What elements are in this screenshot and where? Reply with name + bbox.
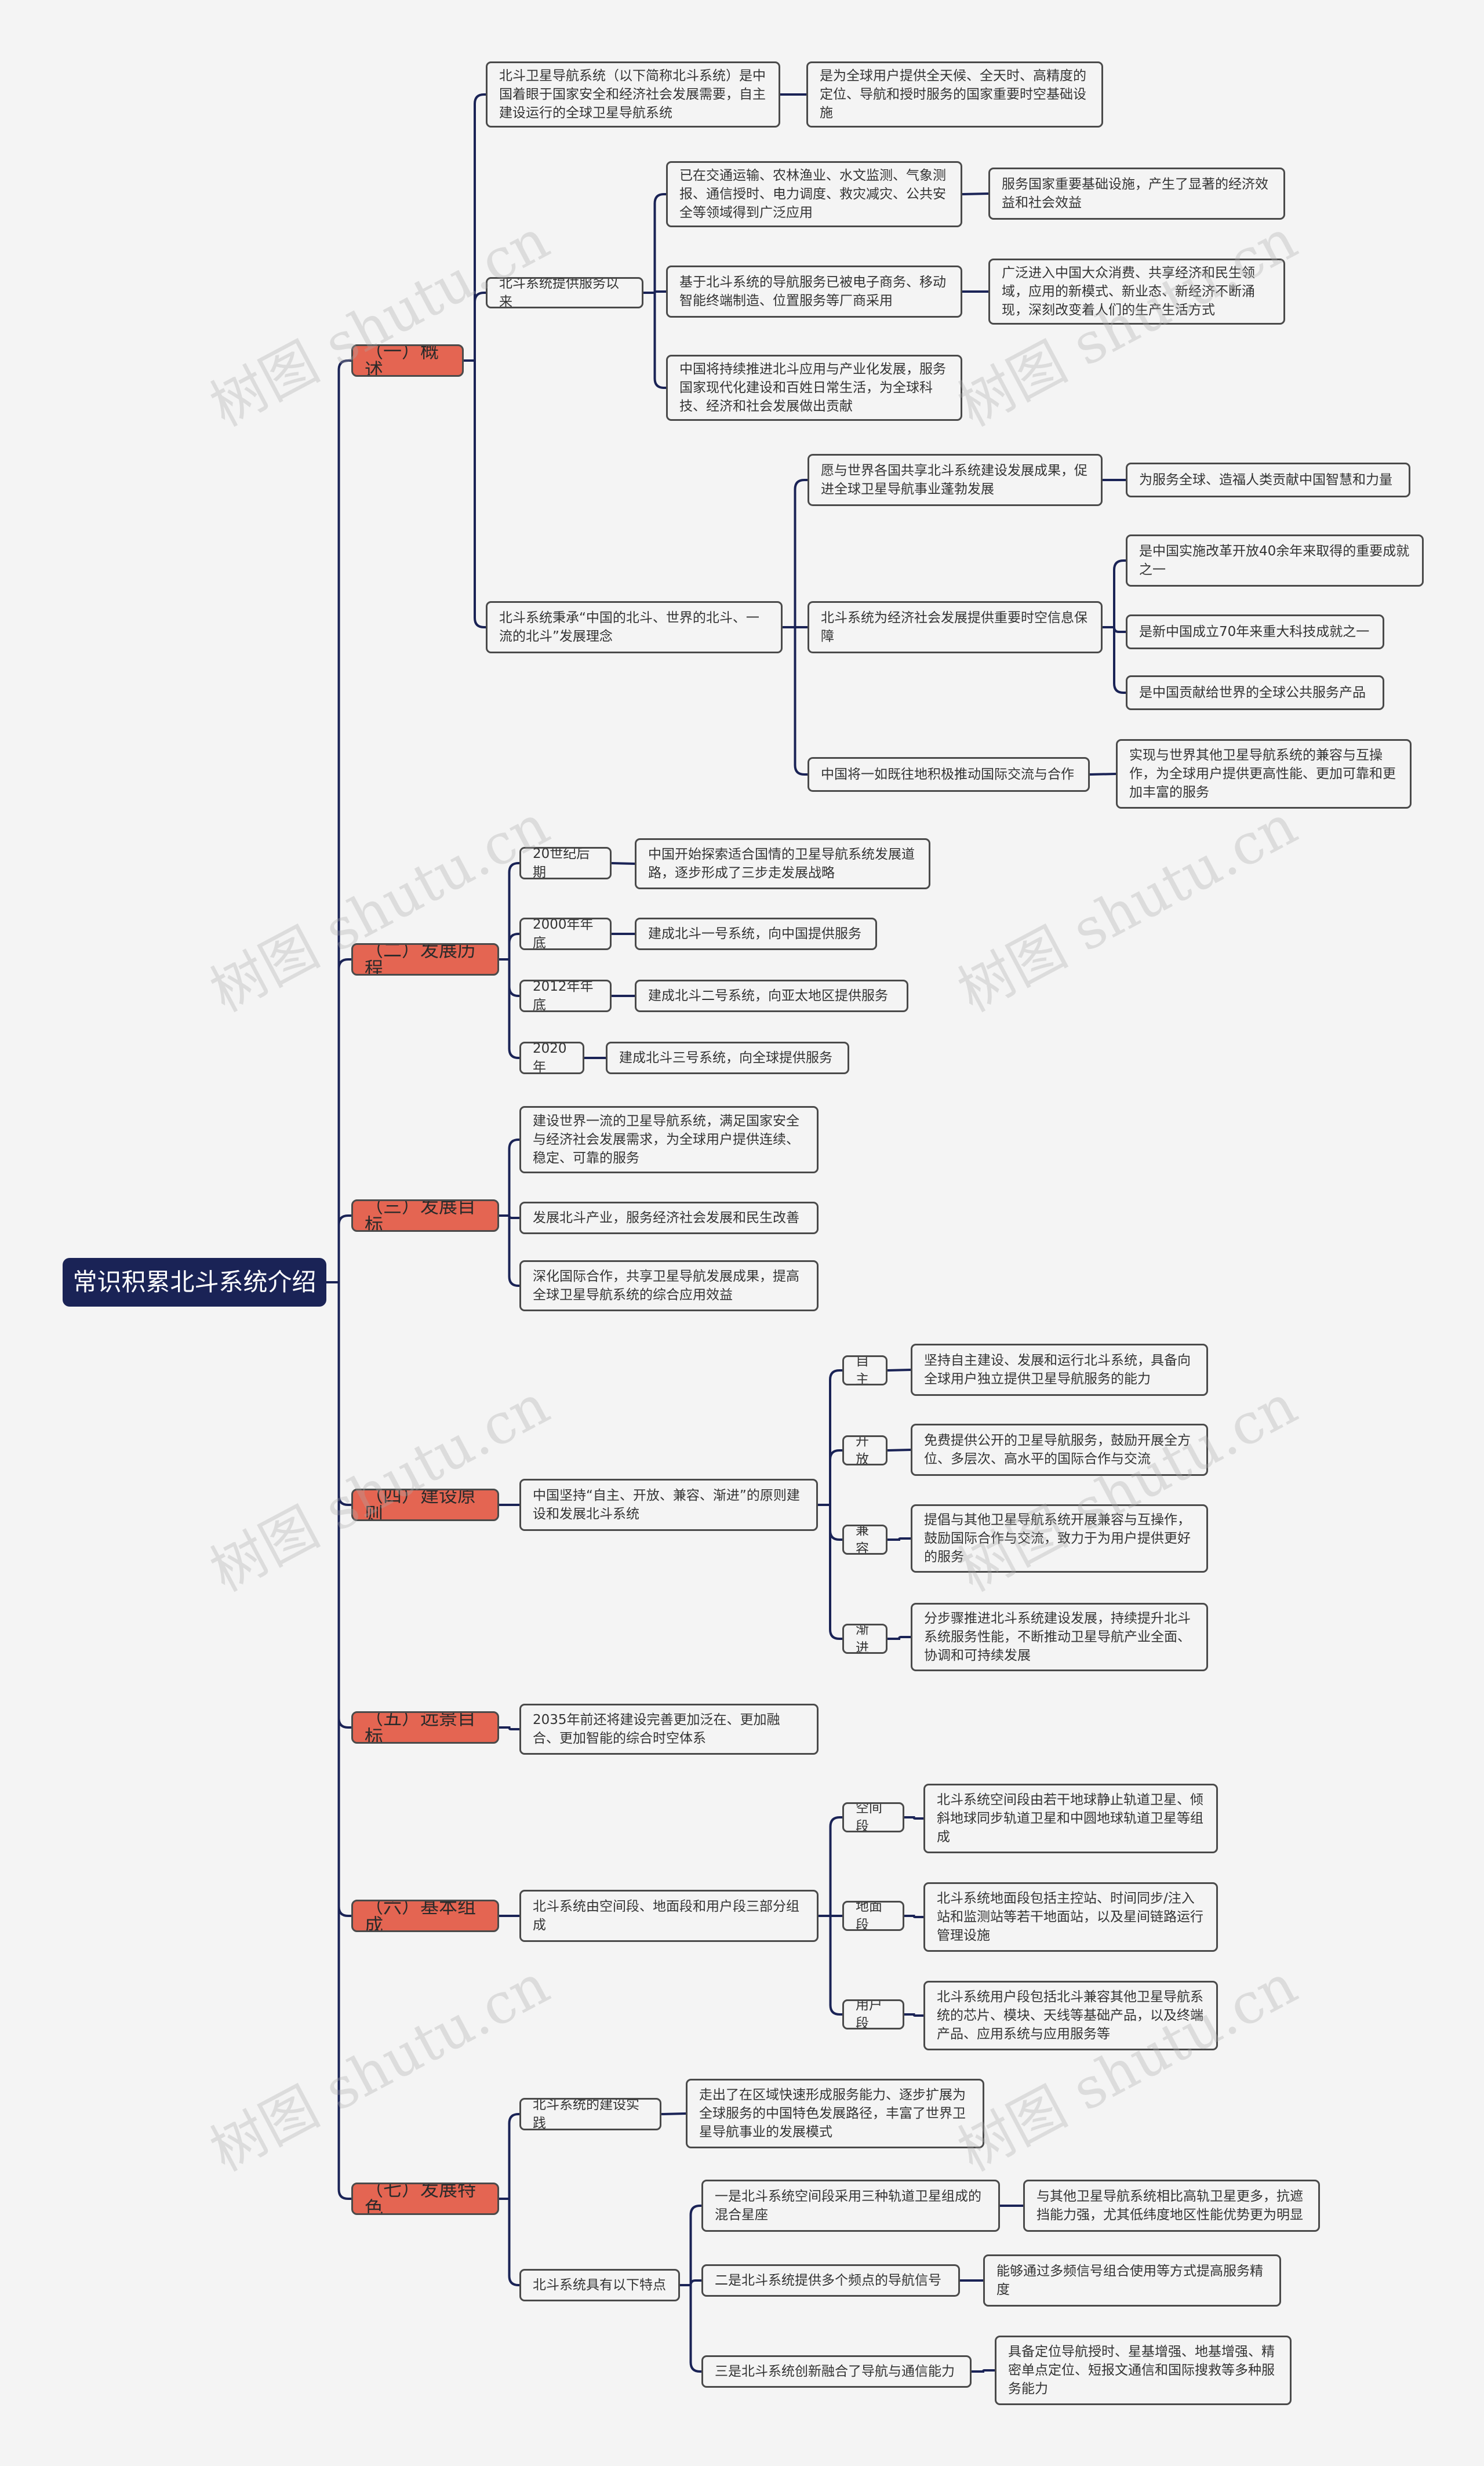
topic-node-a1b[interactable]: 是为全球用户提供全天候、全天时、高精度的定位、导航和授时服务的国家重要时空基础设… (806, 61, 1103, 128)
connector-root-s1 (326, 359, 351, 1283)
connector-a2-a2a (643, 193, 666, 294)
topic-node-b1a[interactable]: 中国开始探索适合国情的卫星导航系统发展道路，逐步形成了三步走发展战略 (635, 838, 930, 889)
topic-node-g2c[interactable]: 三是北斗系统创新融合了导航与通信能力 (701, 2355, 972, 2388)
topic-node-d1a1[interactable]: 坚持自主建设、发展和运行北斗系统，具备向全球用户独立提供卫星导航服务的能力 (911, 1344, 1208, 1396)
connector-b1-b1a (611, 862, 635, 865)
topic-node-d1c[interactable]: 兼容 (842, 1525, 888, 1555)
topic-node-a3b1[interactable]: 是中国实施改革开放40余年来取得的重要成就之一 (1126, 534, 1424, 587)
section-topic-s3[interactable]: （三）发展目标 (351, 1199, 499, 1232)
topic-node-d1d1[interactable]: 分步骤推进北斗系统建设发展，持续提升北斗系统服务性能，不断推动卫星导航产业全面、… (911, 1603, 1208, 1671)
topic-node-a2c[interactable]: 中国将持续推进北斗应用与产业化发展，服务国家现代化建设和百姓日常生活，为全球科技… (666, 355, 962, 421)
connector-s3-c1 (499, 1139, 519, 1217)
topic-node-d1b1[interactable]: 免费提供公开的卫星导航服务，鼓励开展全方位、多层次、高水平的国际合作与交流 (911, 1424, 1208, 1476)
connector-s7-g1 (499, 2113, 519, 2200)
connector-a3b-a3b3 (1103, 626, 1126, 694)
section-topic-s2[interactable]: （二）发展历程 (351, 943, 499, 976)
topic-node-f1b1[interactable]: 北斗系统地面段包括主控站、时间同步/注入站和监测站等若干地面站，以及星间链路运行… (923, 1882, 1218, 1952)
topic-node-b4[interactable]: 2020年 (519, 1042, 584, 1074)
connector-f1c-f1c1 (904, 2013, 923, 2017)
topic-node-e1[interactable]: 2035年前还将建设完善更加泛在、更加融合、更加智能的综合时空体系 (519, 1704, 819, 1755)
topic-node-a2a[interactable]: 已在交通运输、农林渔业、水文监测、气象测报、通信授时、电力调度、救灾减灾、公共安… (666, 161, 962, 227)
topic-node-g2a[interactable]: 一是北斗系统空间段采用三种轨道卫星组成的混合星座 (701, 2180, 1000, 2232)
topic-node-a3a[interactable]: 愿与世界各国共享北斗系统建设发展成果，促进全球卫星导航事业蓬勃发展 (808, 454, 1103, 506)
section-topic-s5[interactable]: （五）远景目标 (351, 1711, 499, 1744)
topic-node-b1[interactable]: 20世纪后期 (519, 847, 612, 879)
section-topic-s1[interactable]: （一）概述 (351, 344, 464, 377)
topic-node-f1c1[interactable]: 北斗系统用户段包括北斗兼容其他卫星导航系统的芯片、模块、天线等基础产品，以及终端… (923, 1981, 1218, 2050)
connector-s2-b2 (499, 933, 519, 961)
connector-a2-a2c (643, 292, 666, 389)
connector-f1b-f1b1 (904, 1915, 923, 1918)
topic-node-g2b1[interactable]: 能够通过多频信号组合使用等方式提高服务精度 (983, 2254, 1281, 2307)
connector-f1a-f1a1 (904, 1816, 923, 1820)
topic-node-d1b[interactable]: 开放 (842, 1435, 888, 1465)
topic-node-f1a[interactable]: 空间段 (842, 1802, 904, 1832)
connector-g2-g2c (680, 2284, 701, 2373)
topic-node-c2[interactable]: 发展北斗产业，服务经济社会发展和民生改善 (519, 1202, 819, 1234)
connector-s2-b4 (499, 958, 519, 1059)
topic-node-b2a[interactable]: 建成北斗一号系统，向中国提供服务 (635, 918, 877, 950)
topic-node-a3b3[interactable]: 是中国贡献给世界的全球公共服务产品 (1126, 675, 1384, 710)
topic-node-a2b[interactable]: 基于北斗系统的导航服务已被电子商务、移动智能终端制造、位置服务等厂商采用 (666, 265, 962, 318)
connector-f1-f1c (819, 1915, 842, 2016)
topic-node-g2[interactable]: 北斗系统具有以下特点 (519, 2269, 680, 2301)
connector-a3b-a3b1 (1103, 559, 1126, 628)
topic-node-d1a[interactable]: 自主 (842, 1355, 888, 1385)
root-topic-root[interactable]: 常识积累北斗系统介绍 (63, 1258, 326, 1307)
connector-root-s3 (326, 1214, 351, 1283)
topic-node-a2[interactable]: 北斗系统提供服务以来 (486, 277, 643, 308)
topic-node-g2a1[interactable]: 与其他卫星导航系统相比高轨卫星更多，抗遮挡能力强，尤其低纬度地区性能优势更为明显 (1023, 2180, 1320, 2232)
topic-node-a3a1[interactable]: 为服务全球、造福人类贡献中国智慧和力量 (1126, 463, 1410, 497)
connector-s5-e1 (499, 1726, 519, 1730)
topic-node-a3b[interactable]: 北斗系统为经济社会发展提供重要时空信息保障 (808, 601, 1103, 653)
topic-node-d1d[interactable]: 渐进 (842, 1624, 888, 1654)
topic-node-f1b[interactable]: 地面段 (842, 1901, 904, 1931)
topic-node-a3[interactable]: 北斗系统秉承“中国的北斗、世界的北斗、一流的北斗”发展理念 (486, 601, 783, 653)
connector-d1d-d1d1 (888, 1636, 911, 1640)
connector-s1-a2 (464, 292, 486, 362)
topic-node-a3c1[interactable]: 实现与世界其他卫星导航系统的兼容与互操作，为全球用户提供更高性能、更加可靠和更加… (1116, 739, 1412, 809)
topic-node-f1c[interactable]: 用户段 (842, 1999, 904, 2029)
topic-node-c3[interactable]: 深化国际合作，共享卫星导航发展成果，提高全球卫星导航系统的综合应用效益 (519, 1260, 819, 1311)
topic-node-c1[interactable]: 建设世界一流的卫星导航系统，满足国家安全与经济社会发展需求，为全球用户提供连续、… (519, 1106, 819, 1173)
section-topic-s6[interactable]: （六）基本组成 (351, 1900, 499, 1932)
topic-node-a2b1[interactable]: 广泛进入中国大众消费、共享经济和民生领域，应用的新模式、新业态、新经济不断涌现，… (988, 259, 1285, 325)
connector-a3-a3a (783, 479, 808, 628)
topic-node-g2b[interactable]: 二是北斗系统提供多个频点的导航信号 (701, 2264, 960, 2297)
connector-d1-d1a (818, 1369, 842, 1506)
connector-root-s7 (326, 1281, 351, 2200)
connector-s1-a3 (464, 359, 486, 628)
topic-node-b3a[interactable]: 建成北斗二号系统，向亚太地区提供服务 (635, 980, 908, 1012)
connector-g2-g2a (680, 2205, 701, 2286)
topic-node-f1a1[interactable]: 北斗系统空间段由若干地球静止轨道卫星、倾斜地球同步轨道卫星和中圆地球轨道卫星等组… (923, 1784, 1218, 1853)
connector-s3-c3 (499, 1214, 519, 1287)
topic-node-a1[interactable]: 北斗卫星导航系统（以下简称北斗系统）是中国着眼于国家安全和经济社会发展需要，自主… (486, 61, 780, 128)
connector-f1-f1a (819, 1816, 842, 1917)
connector-s1-a1 (464, 93, 486, 362)
topic-node-d1[interactable]: 中国坚持“自主、开放、兼容、渐进”的原则建设和发展北斗系统 (519, 1479, 818, 1531)
topic-node-b2[interactable]: 2000年年底 (519, 918, 612, 950)
connector-g2c-g2c1 (972, 2369, 995, 2373)
topic-node-b4a[interactable]: 建成北斗三号系统，向全球提供服务 (606, 1042, 849, 1074)
topic-node-b3[interactable]: 2012年年底 (519, 980, 612, 1012)
topic-node-a3b2[interactable]: 是新中国成立70年来重大科技成就之一 (1126, 614, 1384, 649)
topic-node-g1[interactable]: 北斗系统的建设实践 (519, 2098, 661, 2130)
connector-s2-b1 (499, 862, 519, 961)
connector-d1c-d1c1 (888, 1537, 911, 1541)
topic-node-g1a[interactable]: 走出了在区域快速形成服务能力、逐步扩展为全球服务的中国特色发展路径，丰富了世界卫… (686, 2079, 984, 2148)
connector-root-s2 (326, 958, 351, 1283)
topic-node-a2a1[interactable]: 服务国家重要基础设施，产生了显著的经济效益和社会效益 (988, 168, 1285, 220)
connector-s7-g2 (499, 2198, 519, 2286)
section-topic-s7[interactable]: （七）发展特色 (351, 2183, 499, 2215)
topic-node-g2c1[interactable]: 具备定位导航授时、星基增强、地基增强、精密单点定位、短报文通信和国际搜救等多种服… (995, 2336, 1292, 2405)
topic-node-d1c1[interactable]: 提倡与其他卫星导航系统开展兼容与互操作，鼓励国际合作与交流，致力于为用户提供更好… (911, 1504, 1208, 1573)
connector-d1-d1b (818, 1449, 842, 1506)
topic-node-f1[interactable]: 北斗系统由空间段、地面段和用户段三部分组成 (519, 1890, 819, 1942)
connector-d1-d1d (818, 1504, 842, 1640)
section-topic-s4[interactable]: （四）建设原则 (351, 1489, 499, 1521)
topic-node-a3c[interactable]: 中国将一如既往地积极推动国际交流与合作 (808, 757, 1090, 792)
connector-a3-a3c (783, 626, 808, 776)
